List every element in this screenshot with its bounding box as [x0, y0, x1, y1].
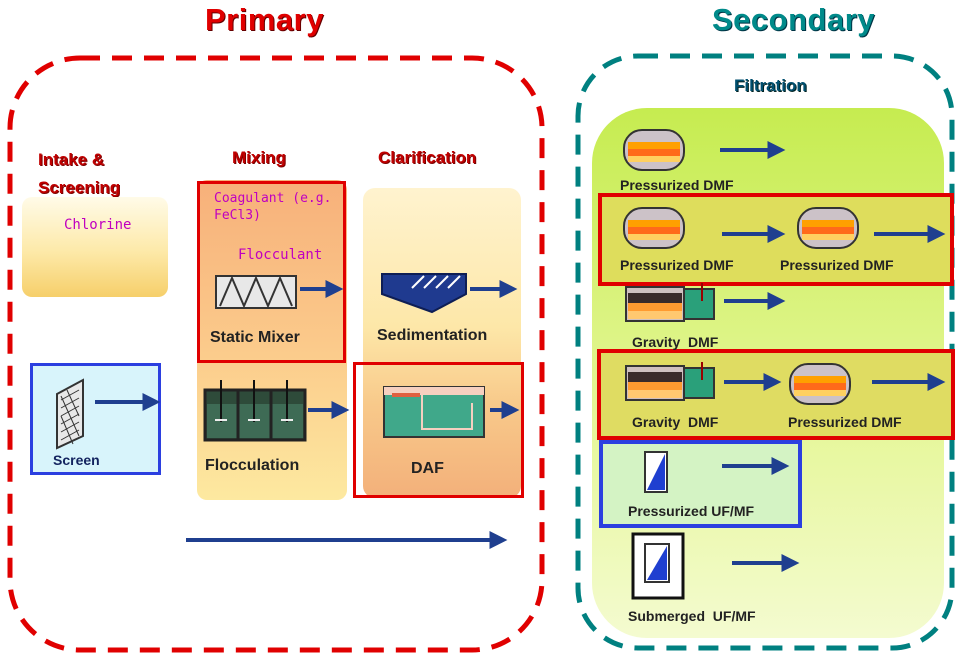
coagulant-label: Coagulant (e.g. FeCl3)	[214, 191, 332, 223]
secondary-title: Secondary	[712, 2, 876, 37]
flocculation-label: Flocculation	[205, 457, 300, 474]
pressurized-ufmf-icon	[644, 451, 668, 493]
submerged-ufmf-icon	[631, 532, 685, 600]
pressurized-dmf-label-3: Pressurized DMF	[788, 414, 902, 430]
pressurized-ufmf-label: Pressurized UF/MF	[628, 503, 755, 519]
pressurized-dmf-label-1: Pressurized DMF	[620, 177, 734, 193]
daf-label: DAF	[411, 460, 444, 477]
pressurized-dmf-label-2a: Pressurized DMF	[620, 257, 734, 273]
static-mixer-label: Static Mixer	[210, 329, 300, 346]
header-mixing: Mixing	[232, 148, 286, 167]
pressurized-dmf-label-2b: Pressurized DMF	[780, 257, 894, 273]
primary-title: Primary	[205, 2, 324, 37]
screen-icon	[56, 378, 84, 450]
mixing-background	[197, 180, 347, 500]
clarification-background	[363, 188, 521, 498]
submerged-ufmf-label: Submerged UF/MF	[628, 608, 756, 624]
pressurized-ufmf-box	[599, 440, 802, 528]
daf-box: DAF	[353, 362, 524, 498]
sedimentation-label: Sedimentation	[377, 327, 488, 344]
gravity-dmf-label-1: Gravity DMF	[632, 334, 719, 350]
daf-icon	[383, 386, 485, 438]
screen-label: Screen	[53, 452, 100, 468]
gravity-pressurized-box	[597, 349, 955, 440]
header-intake-screening: Intake & Screening	[38, 150, 121, 197]
flocculation-icon	[203, 380, 307, 442]
static-mixer-icon	[215, 275, 297, 309]
header-clarification: Clarification	[378, 148, 477, 167]
header-filtration: Filtration	[734, 76, 807, 95]
screen-box: Screen	[30, 363, 161, 475]
sedimentation-icon	[381, 273, 467, 314]
static-mixer-box: Coagulant (e.g. FeCl3) Flocculant Static…	[197, 181, 346, 363]
chlorine-box: Chlorine	[22, 197, 168, 297]
gravity-dmf-label-2: Gravity DMF	[632, 414, 719, 430]
chlorine-label: Chlorine	[64, 217, 132, 233]
flocculant-label: Flocculant	[238, 247, 323, 263]
